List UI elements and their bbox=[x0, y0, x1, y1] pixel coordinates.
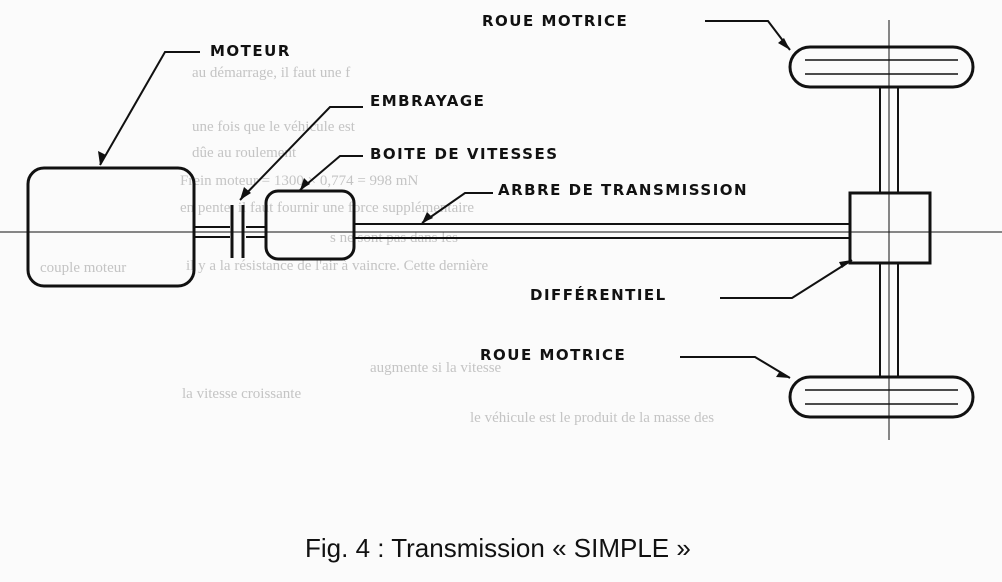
bleed-line: Frein moteur = 1300 × 0,774 = 998 mN bbox=[180, 173, 418, 189]
label-differential: DIFFÉRENTIEL bbox=[530, 285, 667, 304]
leader-lines bbox=[98, 20, 853, 379]
leader-wheel-bottom bbox=[680, 356, 791, 379]
bleed-line: dûe au roulement bbox=[192, 145, 297, 161]
leader-shaft bbox=[421, 192, 493, 224]
label-wheel-bottom: ROUE MOTRICE bbox=[480, 346, 626, 364]
bleed-line: couple moteur bbox=[40, 260, 126, 276]
bleed-line: le véhicule est le produit de la masse d… bbox=[470, 410, 714, 426]
label-wheel-top: ROUE MOTRICE bbox=[482, 12, 628, 30]
label-gearbox: BOITE DE VITESSES bbox=[370, 145, 559, 163]
bleed-line: il y a la résistance de l'air à vaincre.… bbox=[186, 258, 488, 274]
label-shaft: ARBRE DE TRANSMISSION bbox=[498, 181, 748, 199]
figure-caption: Fig. 4 : Transmission « SIMPLE » bbox=[305, 533, 691, 563]
background-bleed-text: au démarrage, il faut une f une fois que… bbox=[40, 65, 714, 426]
bleed-line: augmente si la vitesse bbox=[370, 360, 502, 376]
leader-wheel-top bbox=[705, 20, 791, 51]
drive-wheel-top bbox=[788, 45, 975, 89]
bleed-line: au démarrage, il faut une f bbox=[192, 65, 350, 81]
label-engine: MOTEUR bbox=[210, 42, 291, 60]
bleed-line: la vitesse croissante bbox=[182, 386, 301, 402]
bleed-line: une fois que le véhicule est bbox=[192, 119, 356, 135]
leader-differential bbox=[720, 259, 853, 299]
label-clutch: EMBRAYAGE bbox=[370, 92, 485, 110]
leader-clutch bbox=[239, 106, 363, 201]
differential-block bbox=[848, 191, 932, 265]
leader-engine bbox=[99, 51, 200, 166]
leader-gearbox bbox=[299, 155, 363, 191]
bleed-line: en pente, il faut fournir une force supp… bbox=[180, 200, 474, 216]
drive-wheel-bottom bbox=[788, 375, 975, 419]
